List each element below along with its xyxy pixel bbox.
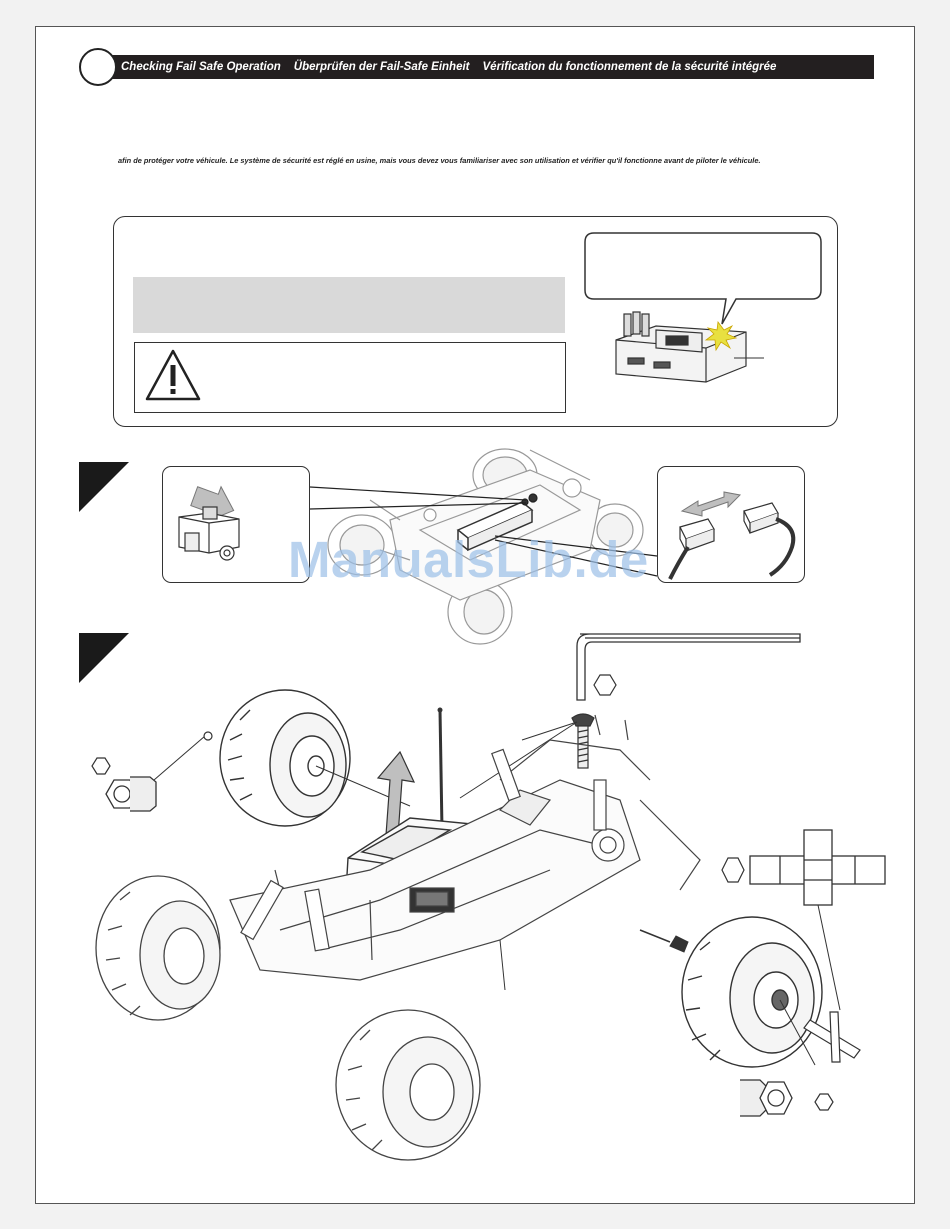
power-switch-illustration bbox=[178, 485, 240, 561]
power-switch-callout bbox=[162, 466, 310, 583]
direction-arrow-icon bbox=[680, 491, 742, 517]
warning-box bbox=[134, 342, 566, 413]
battery-connector-illustration bbox=[668, 491, 796, 580]
receiver-illustration bbox=[615, 311, 764, 383]
battery-connector-callout bbox=[657, 466, 805, 583]
warning-triangle-icon bbox=[145, 349, 201, 401]
allen-wrench bbox=[576, 633, 801, 701]
watermark: ManualsLib.de bbox=[288, 531, 649, 588]
hex-nut-icon bbox=[721, 857, 745, 883]
front-left-wheel bbox=[95, 875, 221, 1021]
hex-nut-icon bbox=[593, 674, 617, 696]
screw bbox=[571, 713, 595, 769]
cross-wrench-small bbox=[803, 1011, 861, 1063]
front-right-wheel bbox=[335, 1009, 481, 1161]
speech-bubble bbox=[584, 232, 822, 325]
note-band bbox=[133, 277, 565, 333]
intro-paragraph: afin de protéger votre véhicule. Le syst… bbox=[118, 156, 761, 165]
wheel-nut-left bbox=[105, 776, 157, 812]
top-left-wheel bbox=[219, 689, 351, 827]
step-tab-1 bbox=[79, 462, 129, 512]
header-title-fr: Vérification du fonctionnement de la séc… bbox=[482, 61, 777, 73]
section-header-bar: Checking Fail Safe Operation Überprüfen … bbox=[98, 55, 874, 79]
step-number-circle bbox=[79, 48, 117, 86]
wheel-nut-right bbox=[740, 1079, 793, 1117]
hex-nut-icon bbox=[91, 757, 111, 775]
hex-nut-icon bbox=[814, 1093, 834, 1111]
header-title-en: Checking Fail Safe Operation bbox=[121, 61, 281, 73]
rear-right-wheel bbox=[681, 916, 823, 1068]
cross-wrench bbox=[749, 829, 886, 906]
wheel-removal-assembly-illustration bbox=[91, 633, 886, 1161]
step-tab-2 bbox=[79, 633, 129, 683]
header-title-de: Überprüfen der Fail-Safe Einheit bbox=[293, 61, 470, 73]
